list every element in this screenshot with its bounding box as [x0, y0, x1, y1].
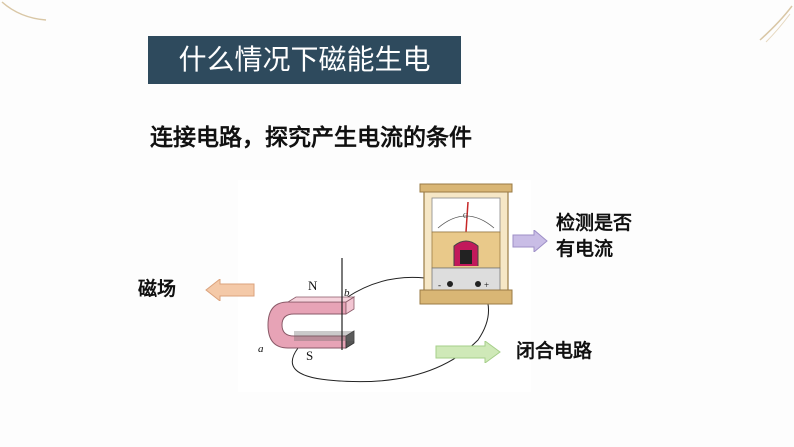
circuit-arrow-icon	[435, 341, 501, 363]
detect-line-1: 检测是否	[556, 212, 633, 234]
pole-s-label: S	[306, 348, 313, 363]
experiment-figure: N S a b G - +	[238, 180, 531, 392]
meter-g-label: G	[463, 212, 468, 220]
detect-arrow-icon	[512, 230, 548, 252]
pole-n-label: N	[308, 278, 318, 293]
circuit-wire	[291, 279, 489, 383]
experiment-diagram: N S a b G - +	[258, 183, 513, 383]
corner-decoration-right	[759, 5, 793, 43]
terminal-plus: +	[484, 280, 489, 290]
title-banner: 什么情况下磁能生电	[148, 36, 461, 84]
point-b-label: b	[344, 287, 350, 299]
terminal-minus: -	[438, 280, 441, 290]
detect-current-label: 检测是否 有电流	[556, 210, 632, 262]
point-a-label: a	[258, 343, 264, 355]
page-title: 什么情况下磁能生电	[178, 43, 431, 76]
horseshoe-magnet	[267, 296, 356, 349]
closed-circuit-label: 闭合电路	[516, 340, 593, 362]
detect-line-2: 有电流	[556, 238, 614, 260]
galvanometer: G - +	[419, 183, 513, 305]
corner-decoration-left	[1, 1, 47, 21]
magnetic-field-label: 磁场	[138, 278, 177, 300]
page-subtitle: 连接电路，探究产生电流的条件	[150, 125, 472, 151]
field-arrow-icon	[205, 279, 255, 301]
